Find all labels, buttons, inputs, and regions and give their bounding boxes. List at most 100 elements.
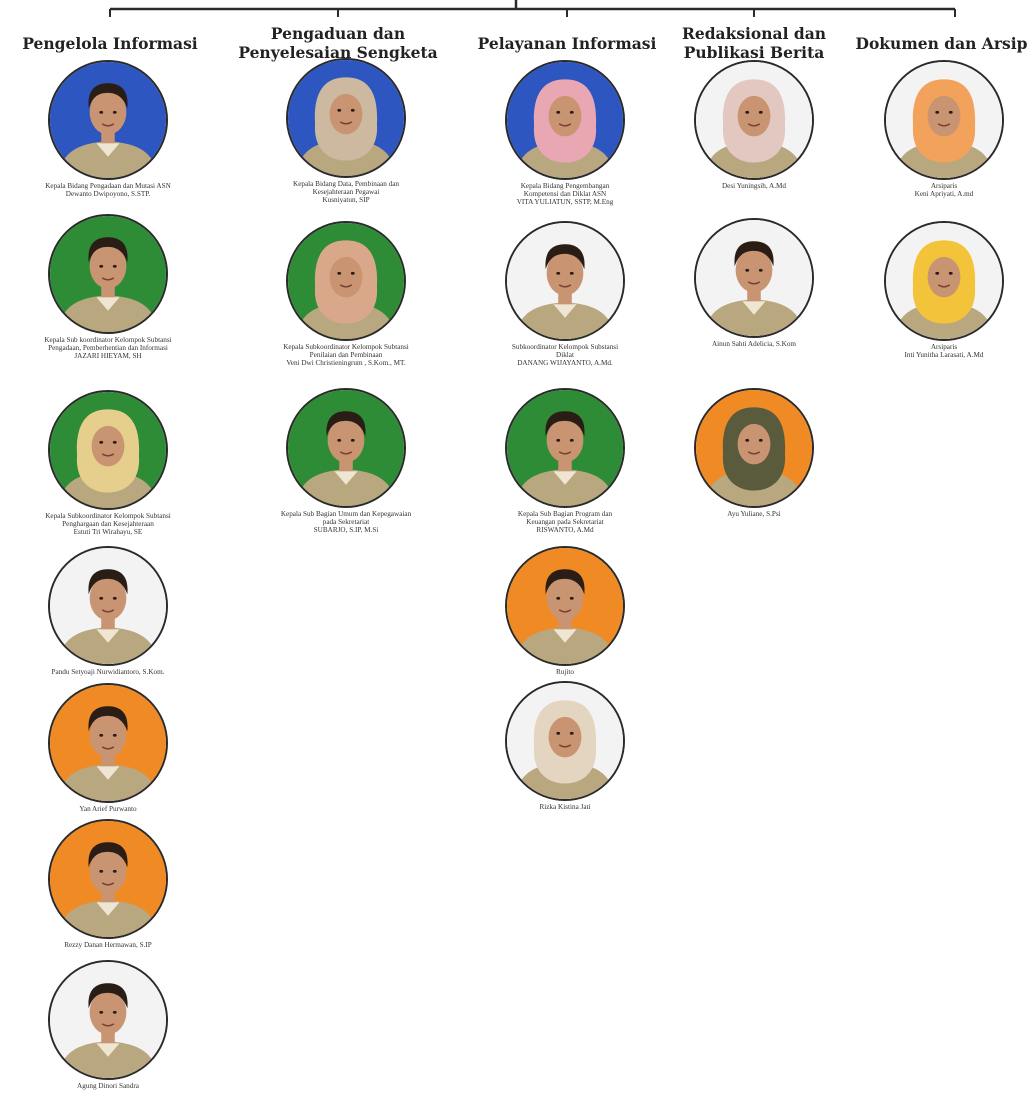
caption-line: Subkoordinator Kelompok Substansi	[511, 343, 619, 351]
caption-line: Arsiparis	[930, 343, 958, 351]
caption-line: Keni Apriyati, A.md	[914, 190, 974, 199]
caption-line: Kusniyatun, SIP	[322, 196, 370, 205]
portrait-icon	[886, 62, 1002, 178]
portrait-icon	[507, 223, 623, 339]
portrait-icon	[288, 60, 404, 176]
member-photo	[48, 60, 168, 180]
caption-line: Kepala Sub koordinator Kelompok Subtansi	[44, 336, 172, 344]
portrait-icon	[507, 390, 623, 506]
portrait-icon	[507, 548, 623, 664]
caption-line: Kepala Bidang Pengembangan	[520, 182, 610, 190]
portrait-icon	[50, 392, 166, 508]
caption-line: Penghargaan dan Kesejahteraan	[62, 520, 154, 529]
portrait-icon	[507, 62, 623, 178]
member-caption: Pandu Setyoaji Nurwidiantoro, S.Kom.	[0, 668, 218, 676]
member-photo	[505, 681, 625, 801]
member-photo	[48, 390, 168, 510]
member-photo	[694, 388, 814, 508]
member-photo	[694, 60, 814, 180]
member-caption: Ayu Yuliane, S.Psi	[644, 510, 864, 518]
portrait-icon	[886, 223, 1002, 339]
portrait-icon	[696, 62, 812, 178]
column-title-pengelola-informasi: Pengelola Informasi	[22, 34, 198, 53]
caption-line: Kepala Sub Bagian Program dan	[517, 510, 613, 518]
caption-line: RISWANTO, A.Md	[536, 526, 594, 535]
caption-line: Inti Yunitha Larasati, A.Md	[904, 351, 984, 360]
member-photo	[286, 388, 406, 508]
member-caption: Desi Yuningsih, A.Md	[644, 182, 864, 190]
member-photo	[884, 60, 1004, 180]
portrait-icon	[696, 220, 812, 336]
member-caption: Rizka Kistina Jati	[455, 803, 675, 811]
member-photo	[286, 221, 406, 341]
caption-line: SUBARJO, S.IP, M.Si	[313, 526, 379, 535]
member-photo	[286, 58, 406, 178]
column-title-pelayanan-informasi: Pelayanan Informasi	[477, 34, 657, 53]
member-photo	[694, 218, 814, 338]
member-photo	[48, 683, 168, 803]
member-photo	[48, 546, 168, 666]
caption-line: Ainun Sahti Adelicia, S.Kom	[711, 340, 797, 348]
member-caption: Ainun Sahti Adelicia, S.Kom	[644, 340, 864, 348]
portrait-icon	[50, 216, 166, 332]
caption-line: Yan Arief Purwanto	[79, 805, 137, 813]
caption-line: Rujito	[556, 668, 574, 676]
caption-line: Rizka Kistina Jati	[539, 803, 591, 811]
caption-line: Keuangan pada Sekretariat	[526, 518, 604, 527]
caption-line: Desi Yuningsih, A.Md	[721, 182, 787, 190]
caption-line: Kesejahteraan Pegawai	[312, 188, 380, 197]
caption-line: Kompetensi dan Diklat ASN	[523, 190, 607, 199]
portrait-icon	[288, 223, 404, 339]
caption-line: Diklat	[556, 351, 574, 360]
caption-line: Pengadaan, Pemberhentian dan Informasi	[48, 344, 168, 353]
portrait-icon	[50, 548, 166, 664]
member-photo	[884, 221, 1004, 341]
caption-line: Kepala Subkoordinator Kelompok Subtansi	[45, 512, 171, 520]
caption-line: Penilaian dan Pembinaan	[309, 351, 383, 360]
caption-line: Kepala Bidang Data, Pembinaan dan	[293, 180, 399, 188]
caption-line: Ayu Yuliane, S.Psi	[727, 510, 781, 518]
portrait-icon	[50, 685, 166, 801]
caption-line: Kepala Sub Bagian Umum dan Kepegawaian	[280, 510, 412, 518]
member-caption: Kepala Sub koordinator Kelompok Subtansi…	[0, 336, 218, 361]
caption-line: Rezzy Danan Hermawan, S.IP	[64, 941, 152, 949]
member-photo	[505, 546, 625, 666]
member-caption: Rujito	[455, 668, 675, 676]
caption-line: Agung Dinori Sandra	[77, 1082, 139, 1090]
member-photo	[48, 819, 168, 939]
portrait-icon	[50, 962, 166, 1078]
caption-line: DANANG WIJAYANTO, A.Md.	[517, 359, 613, 368]
column-title-dokumen-arsip: Dokumen dan Arsip	[855, 34, 1028, 53]
member-caption: Agung Dinori Sandra	[0, 1082, 218, 1090]
caption-line: pada Sekretariat	[322, 518, 370, 527]
member-caption: Rezzy Danan Hermawan, S.IP	[0, 941, 218, 949]
caption-line: Pandu Setyoaji Nurwidiantoro, S.Kom.	[51, 668, 165, 676]
portrait-icon	[50, 821, 166, 937]
portrait-icon	[696, 390, 812, 506]
member-photo	[48, 214, 168, 334]
caption-line: Arsiparis	[930, 182, 958, 190]
caption-line: VITA YULIATUN, SSTP, M.Eng	[516, 198, 614, 207]
member-photo	[48, 960, 168, 1080]
caption-line: Kepala Subkoordinator Kelompok Subtansi	[283, 343, 409, 351]
portrait-icon	[50, 62, 166, 178]
caption-line: Estuti Tri Wirahayu, SE	[73, 528, 143, 537]
portrait-icon	[507, 683, 623, 799]
caption-line: JAZARI HIEYAM, SH	[74, 352, 142, 361]
member-photo	[505, 388, 625, 508]
member-photo	[505, 221, 625, 341]
member-caption: Yan Arief Purwanto	[0, 805, 218, 813]
